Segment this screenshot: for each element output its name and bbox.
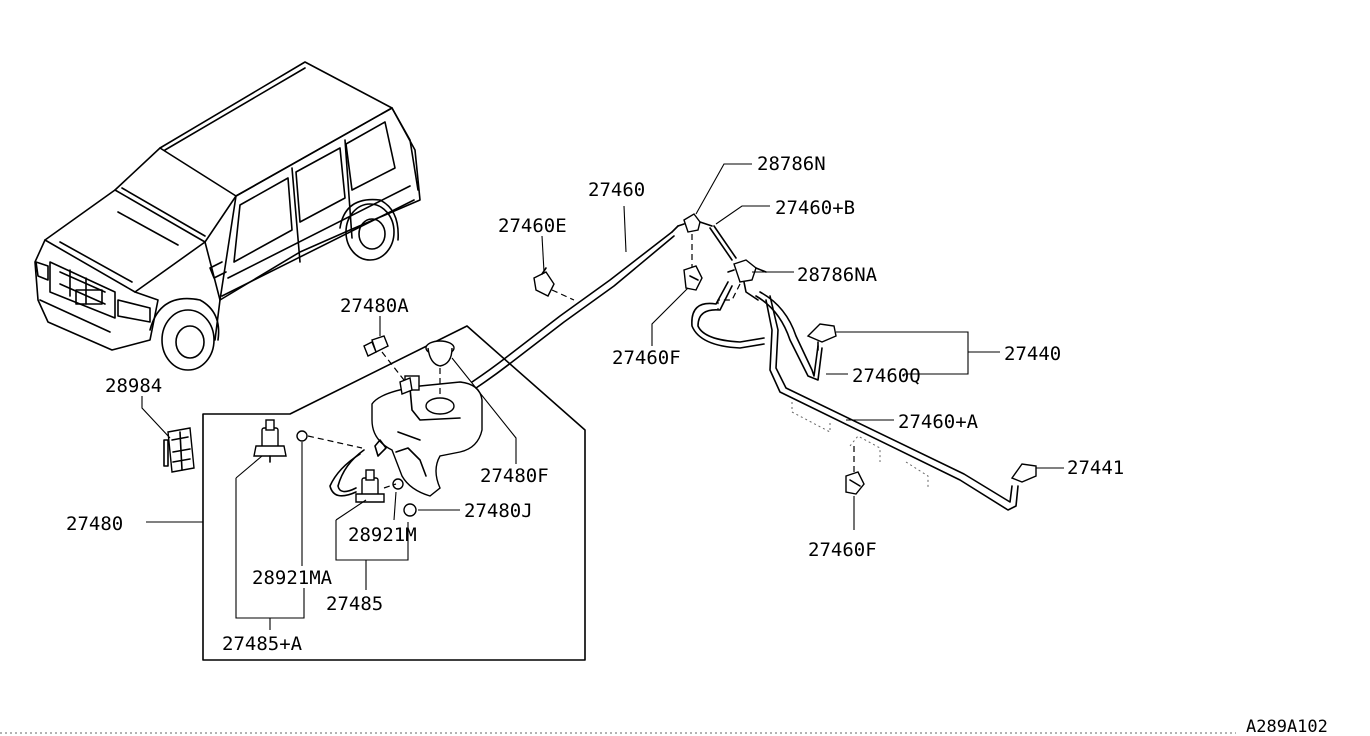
label-27440: 27440 (1004, 343, 1061, 365)
clip-27480A (363, 335, 413, 395)
label-27441: 27441 (1067, 457, 1124, 479)
part-28984 (163, 427, 195, 473)
label-27485: 27485 (326, 593, 383, 615)
washer-pump-right (355, 469, 417, 517)
label-27460F-top: 27460F (612, 347, 681, 369)
vehicle-illustration (34, 61, 421, 371)
label-27460Q: 27460Q (852, 365, 921, 387)
washer-tank (371, 375, 483, 497)
label-27480A: 27480A (340, 295, 409, 317)
hose-27460 (471, 225, 679, 389)
label-27460B: 27460+B (775, 197, 855, 219)
label-28786N: 28786N (757, 153, 826, 175)
connector-28786NA (717, 259, 767, 310)
label-27480J: 27480J (464, 500, 533, 522)
clip-27460F-top (683, 265, 703, 291)
label-27460F-bottom: 27460F (808, 539, 877, 561)
label-27460A: 27460+A (898, 411, 979, 433)
label-27460: 27460 (588, 179, 645, 201)
washer-pump-left (253, 419, 363, 463)
nozzle-27440 (806, 323, 837, 351)
diagram-footer: A289A102 (0, 717, 1328, 736)
hose-27460A (765, 295, 1019, 511)
clip-27460F-bottom (845, 446, 865, 495)
part-labels: 28786N 27460 27460+B 27460E 28786NA 2748… (66, 153, 1124, 655)
hose-27460B (709, 225, 737, 261)
tank-hoses (329, 439, 387, 497)
label-28786NA: 28786NA (797, 264, 878, 286)
leader-lines (141, 163, 1064, 630)
connector-28786N (677, 213, 713, 268)
tank-cap (425, 340, 455, 398)
nozzle-27441 (1010, 463, 1037, 483)
hose-loop-left (691, 281, 765, 349)
label-28984: 28984 (105, 375, 162, 397)
hose-27460Q (755, 291, 823, 381)
tank-assembly-box (202, 325, 586, 661)
label-27480F: 27480F (480, 465, 549, 487)
label-28921MA: 28921MA (252, 567, 333, 589)
diagram-code: A289A102 (1246, 717, 1328, 736)
label-27460E: 27460E (498, 215, 567, 237)
label-27480: 27480 (66, 513, 123, 535)
label-27485A: 27485+A (222, 633, 303, 655)
label-28921M: 28921M (348, 524, 417, 546)
